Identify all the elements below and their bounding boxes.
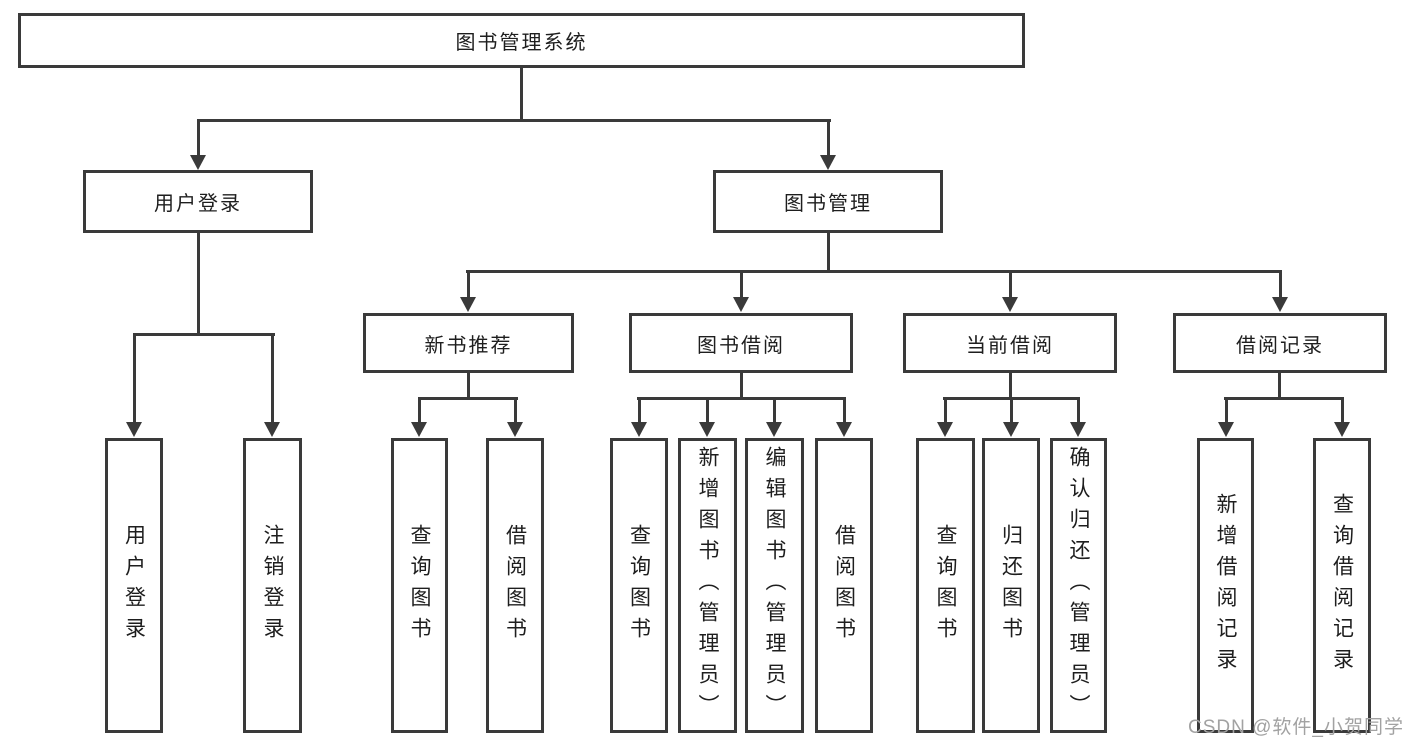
connector-leaf [1341, 399, 1344, 425]
connector-leaf [944, 399, 947, 425]
arrow-down-icon [937, 422, 953, 437]
connector-borrow-records-bus [1224, 397, 1344, 400]
connector-current-borrow-bus [943, 397, 1080, 400]
leaf-newbooks-borrow-label: 借阅图书 [503, 523, 527, 648]
arrow-down-icon [820, 155, 836, 170]
connector-leaf [514, 399, 517, 425]
connector-to-borrow-records [1279, 272, 1282, 300]
connector-to-login [133, 334, 136, 424]
node-book-mgmt: 图书管理 [713, 170, 943, 233]
connector-to-current-borrow [1009, 272, 1012, 300]
arrow-down-icon [1334, 422, 1350, 437]
node-current-borrow: 当前借阅 [903, 313, 1117, 373]
leaf-bookborrow-edit: 编辑图书（管理员） [745, 438, 804, 733]
leaf-currentborrow-query-label: 查询图书 [934, 523, 957, 648]
arrow-down-icon [1218, 422, 1234, 437]
watermark: CSDN @软件_小贺同学 [1188, 717, 1404, 738]
leaf-user-login-label: 用户登录 [122, 523, 146, 648]
arrow-down-icon [1272, 297, 1288, 312]
connector-book-borrow-bus [637, 397, 846, 400]
leaf-bookborrow-borrow: 借阅图书 [815, 438, 873, 733]
leaf-bookborrow-add: 新增图书（管理员） [678, 438, 737, 733]
arrow-down-icon [1003, 422, 1019, 437]
connector-leaf [773, 399, 776, 425]
connector-to-user-login [197, 120, 200, 158]
connector-leaf [843, 399, 846, 425]
connector-leaf [418, 399, 421, 425]
connector-to-logout [271, 334, 274, 424]
connector-borrow-records-stub [1278, 371, 1281, 400]
arrow-down-icon [460, 297, 476, 312]
connector-leaf [706, 399, 709, 425]
connector-book-borrow-stub [740, 371, 743, 400]
connector-new-books-bus [418, 397, 518, 400]
node-root-label: 图书管理系统 [455, 32, 588, 54]
node-borrow-records-label: 借阅记录 [1236, 334, 1324, 357]
arrow-down-icon [766, 422, 782, 437]
connector-leaf [638, 399, 641, 425]
connector-level1-bus [197, 119, 831, 122]
leaf-newbooks-borrow: 借阅图书 [486, 438, 544, 733]
node-new-books-label: 新书推荐 [424, 334, 513, 357]
connector-root-stub [520, 66, 523, 119]
arrow-down-icon [699, 422, 715, 437]
leaf-currentborrow-query: 查询图书 [916, 438, 975, 733]
node-borrow-records: 借阅记录 [1173, 313, 1387, 373]
arrow-down-icon [1070, 422, 1086, 437]
node-book-borrow: 图书借阅 [629, 313, 853, 373]
leaf-newbooks-query: 查询图书 [391, 438, 448, 733]
leaf-records-query-label: 查询借阅记录 [1330, 492, 1354, 679]
connector-new-books-stub [467, 371, 470, 400]
leaf-records-query: 查询借阅记录 [1313, 438, 1371, 733]
connector-current-borrow-stub [1009, 371, 1012, 400]
leaf-currentborrow-confirm: 确认归还（管理员） [1050, 438, 1107, 733]
connector-to-new-books [467, 272, 470, 300]
connector-book-mgmt-stub [827, 231, 830, 272]
connector-level2-bus [466, 270, 1282, 273]
node-user-login: 用户登录 [83, 170, 313, 233]
leaf-records-add: 新增借阅记录 [1197, 438, 1254, 733]
leaf-currentborrow-confirm-label: 确认归还（管理员） [1067, 446, 1090, 725]
leaf-bookborrow-query: 查询图书 [610, 438, 668, 733]
arrow-down-icon [190, 155, 206, 170]
arrow-down-icon [733, 297, 749, 312]
arrow-down-icon [507, 422, 523, 437]
connector-leaf [1010, 399, 1013, 425]
node-book-borrow-label: 图书借阅 [697, 334, 785, 357]
connector-leaf [1225, 399, 1228, 425]
arrow-down-icon [126, 422, 142, 437]
leaf-logout-label: 注销登录 [261, 523, 284, 648]
arrow-down-icon [264, 422, 280, 437]
leaf-bookborrow-query-label: 查询图书 [627, 523, 651, 648]
leaf-newbooks-query-label: 查询图书 [408, 523, 431, 648]
leaf-bookborrow-borrow-label: 借阅图书 [832, 523, 856, 648]
leaf-bookborrow-add-label: 新增图书（管理员） [696, 446, 719, 725]
leaf-user-login: 用户登录 [105, 438, 163, 733]
leaf-bookborrow-edit-label: 编辑图书（管理员） [763, 446, 786, 725]
arrow-down-icon [411, 422, 427, 437]
node-root: 图书管理系统 [18, 13, 1025, 68]
arrow-down-icon [631, 422, 647, 437]
connector-to-book-mgmt [827, 120, 830, 158]
leaf-records-add-label: 新增借阅记录 [1214, 492, 1237, 679]
leaf-logout: 注销登录 [243, 438, 302, 733]
arrow-down-icon [836, 422, 852, 437]
node-current-borrow-label: 当前借阅 [966, 334, 1054, 357]
arrow-down-icon [1002, 297, 1018, 312]
connector-user-login-bus [133, 333, 275, 336]
connector-leaf [1077, 399, 1080, 425]
connector-user-login-stub [197, 231, 200, 335]
node-user-login-label: 用户登录 [154, 193, 242, 215]
connector-to-book-borrow [740, 272, 743, 300]
leaf-currentborrow-return-label: 归还图书 [999, 523, 1023, 648]
node-new-books: 新书推荐 [363, 313, 574, 373]
node-book-mgmt-label: 图书管理 [784, 193, 872, 215]
leaf-currentborrow-return: 归还图书 [982, 438, 1040, 733]
